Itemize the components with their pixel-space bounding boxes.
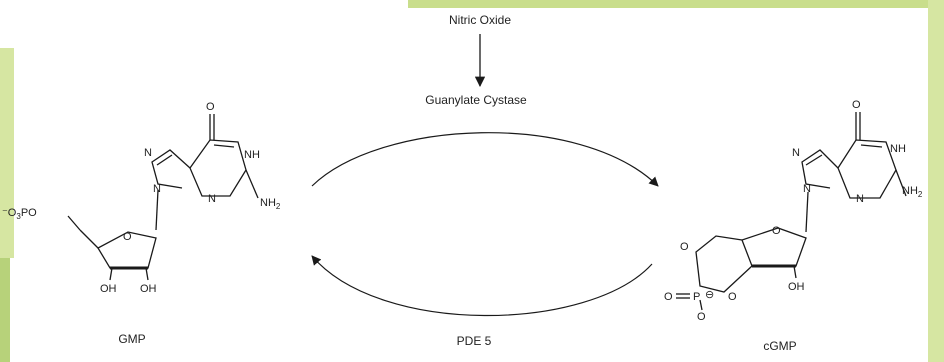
cgmp-carbonyl-o: O bbox=[852, 99, 861, 111]
cgmp-phosphorus: P bbox=[693, 291, 700, 303]
cgmp-oh: OH bbox=[788, 281, 805, 293]
gmp-n7: N bbox=[144, 147, 152, 159]
gmp-carbonyl-o: O bbox=[206, 101, 215, 113]
cgmp-phosphate-charge: ⊖ bbox=[705, 289, 714, 301]
gmp-n9: N bbox=[153, 183, 161, 195]
cgmp-structure: O NH N N N NH2 O O O P O ⊖ O OH bbox=[664, 99, 923, 323]
gmp-structure: O NH N N N NH2 ⁻O3PO O OH OH bbox=[2, 101, 281, 295]
gmp-nh2: NH2 bbox=[260, 197, 281, 211]
cgmp-n7: N bbox=[792, 147, 800, 159]
gmp-n1h: NH bbox=[244, 149, 260, 161]
gmp-label: GMP bbox=[118, 332, 145, 346]
cgmp-n1h: NH bbox=[890, 143, 906, 155]
gmp-oh-left: OH bbox=[100, 283, 117, 295]
forward-reaction-arrow bbox=[311, 132, 659, 187]
frame-left-strip bbox=[0, 48, 14, 258]
pde5-label: PDE 5 bbox=[457, 334, 492, 348]
cgmp-nh2: NH2 bbox=[902, 185, 923, 199]
cgmp-n3: N bbox=[856, 193, 864, 205]
frame-right-strip bbox=[928, 0, 944, 362]
cgmp-phosphate-dbl-o: O bbox=[664, 291, 673, 303]
cgmp-label: cGMP bbox=[763, 339, 796, 353]
nitric-oxide-label: Nitric Oxide bbox=[449, 13, 511, 27]
cgmp-ring-o: O bbox=[772, 225, 781, 237]
cgmp-phosphate-o-neg: O bbox=[697, 311, 706, 323]
gmp-ring-o: O bbox=[123, 231, 132, 243]
gmp-phosphate: ⁻O3PO bbox=[2, 207, 37, 221]
cgmp-phosphate-o2: O bbox=[728, 291, 737, 303]
cgmp-n9: N bbox=[803, 183, 811, 195]
guanylate-cyclase-label: Guanylate Cystase bbox=[425, 93, 527, 107]
frame-left-lower bbox=[0, 258, 10, 362]
reverse-reaction-arrow bbox=[311, 255, 653, 317]
gmp-oh-right: OH bbox=[140, 283, 157, 295]
frame-top-strip bbox=[408, 0, 944, 8]
cgmp-phosphate-o1: O bbox=[680, 241, 689, 253]
gmp-n3: N bbox=[208, 193, 216, 205]
